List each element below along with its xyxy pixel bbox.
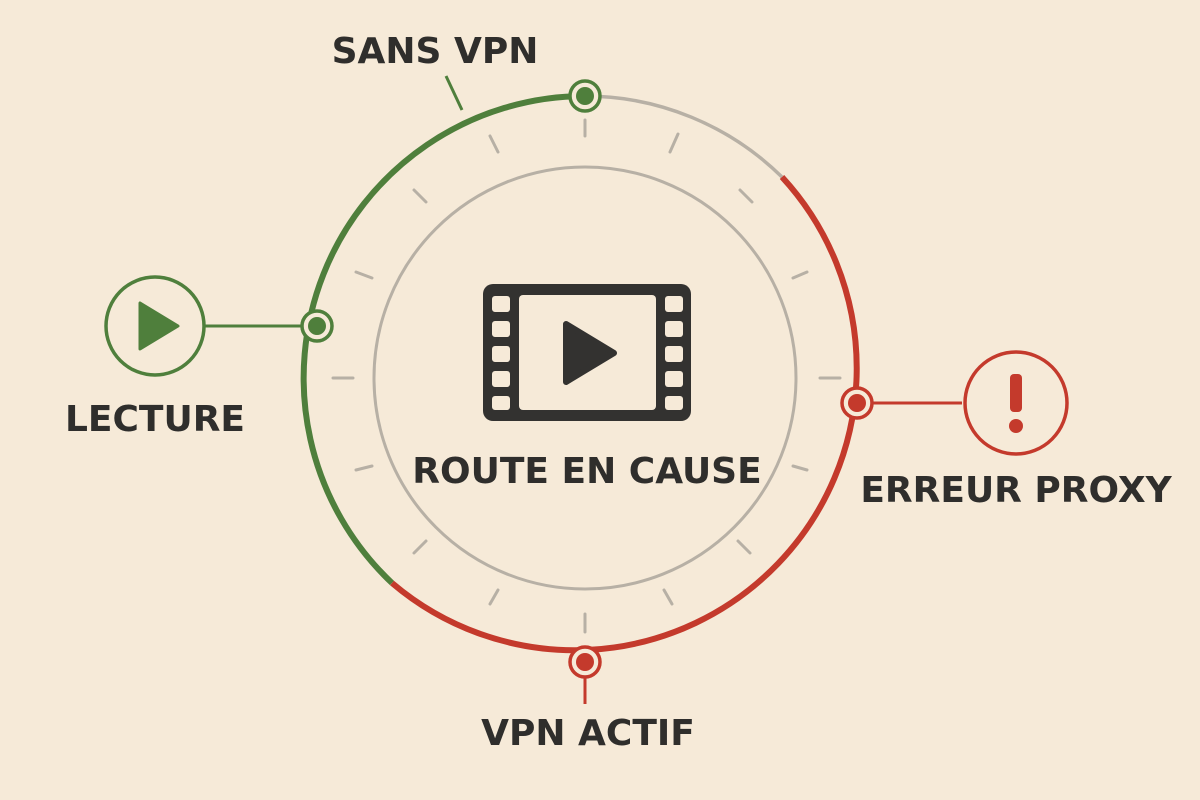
- label-erreur-proxy: ERREUR PROXY: [860, 470, 1172, 511]
- label-vpn-actif: VPN ACTIF: [481, 713, 695, 754]
- alert-circle-icon[interactable]: [963, 350, 1069, 456]
- node-marker-vpn-actif[interactable]: [568, 645, 602, 679]
- outer-ring-neutral-arc: [584, 94, 784, 179]
- label-sans-vpn: SANS VPN: [332, 31, 539, 72]
- outer-ring-red-arc: [390, 174, 860, 654]
- connector-sans-vpn: [444, 75, 464, 111]
- node-marker-sans-vpn[interactable]: [568, 79, 602, 113]
- node-marker-erreur-proxy[interactable]: [840, 386, 874, 420]
- play-circle-icon[interactable]: [104, 275, 206, 377]
- label-route-en-cause: ROUTE EN CAUSE: [412, 451, 761, 492]
- ring-ticks: [331, 118, 842, 634]
- label-lecture: LECTURE: [65, 399, 245, 440]
- film-play-icon: [483, 284, 691, 421]
- outer-ring-green-arc: [300, 93, 586, 586]
- node-marker-lecture[interactable]: [300, 309, 334, 343]
- inner-ring: [372, 165, 798, 591]
